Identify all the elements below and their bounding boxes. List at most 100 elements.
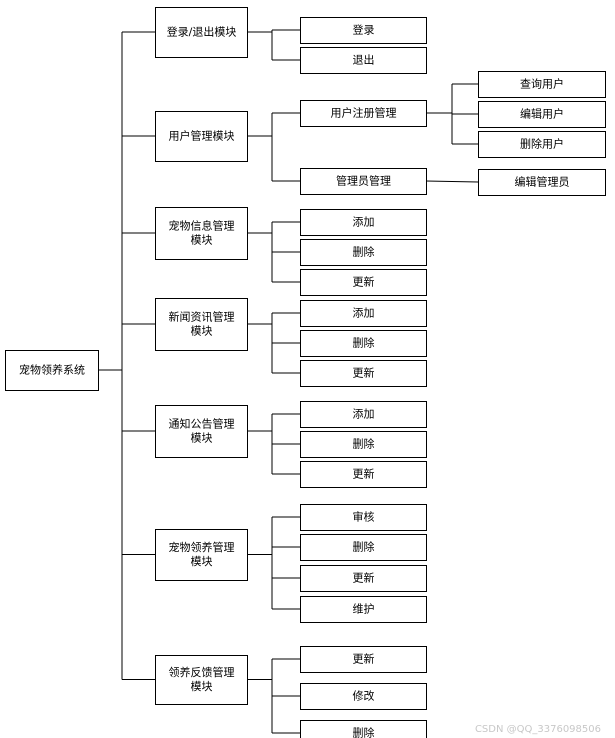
root-node: 宠物领养系统 xyxy=(5,350,99,391)
node-box xyxy=(300,17,427,44)
node-box xyxy=(155,405,248,458)
sub-node-nt_upd: 更新 xyxy=(300,461,427,488)
node-box xyxy=(300,168,427,195)
sub-node-fb_upd: 更新 xyxy=(300,646,427,673)
node-box xyxy=(300,683,427,710)
node-label: 删除 xyxy=(353,726,375,738)
node-box xyxy=(300,461,427,488)
node-box xyxy=(300,360,427,387)
node-label: 宠物领养系统 xyxy=(19,363,85,377)
node-label: 删除用户 xyxy=(520,137,564,151)
sub-node-pi_upd: 更新 xyxy=(300,269,427,296)
node-box xyxy=(300,401,427,428)
node-label: 登录/退出模块 xyxy=(167,25,237,39)
node-box xyxy=(300,565,427,592)
node-label: 查询用户 xyxy=(520,77,564,91)
sub-node-ad_del: 删除 xyxy=(300,534,427,561)
node-label: 维护 xyxy=(353,602,375,616)
node-box xyxy=(300,596,427,623)
module-node-m_user: 用户管理模块 xyxy=(155,111,248,162)
sub-node-nw_add: 添加 xyxy=(300,300,427,327)
node-label: 添加 xyxy=(353,215,375,229)
node-box xyxy=(5,350,99,391)
connector-line xyxy=(425,180,479,183)
node-box xyxy=(478,101,606,128)
node-box xyxy=(155,7,248,58)
node-box xyxy=(155,207,248,260)
node-label: 更新 xyxy=(353,652,375,666)
node-label: 用户管理模块 xyxy=(169,129,235,143)
node-label: 编辑用户 xyxy=(520,107,564,121)
node-box xyxy=(478,169,606,196)
leaf-node-user_edit: 编辑用户 xyxy=(478,101,606,128)
sub-node-fb_edit: 修改 xyxy=(300,683,427,710)
node-label: 模块 xyxy=(191,555,213,568)
node-label: 修改 xyxy=(353,689,375,703)
sub-node-ad_upd: 更新 xyxy=(300,565,427,592)
sub-node-nt_add: 添加 xyxy=(300,401,427,428)
node-box xyxy=(300,239,427,266)
node-box xyxy=(300,330,427,357)
node-label: 删除 xyxy=(353,540,375,554)
node-box xyxy=(155,529,248,581)
sub-node-admin_mgmt: 管理员管理 xyxy=(300,168,427,195)
node-label: 领养反馈管理 xyxy=(169,665,235,679)
sub-node-fb_del: 删除 xyxy=(300,720,427,738)
node-box xyxy=(155,298,248,351)
node-box xyxy=(478,131,606,158)
node-label: 审核 xyxy=(353,510,375,524)
sub-node-user_reg: 用户注册管理 xyxy=(300,100,427,127)
node-label: 模块 xyxy=(191,325,213,338)
node-label: 更新 xyxy=(353,571,375,585)
sub-node-pi_del: 删除 xyxy=(300,239,427,266)
module-node-m_login: 登录/退出模块 xyxy=(155,7,248,58)
leaf-node-admin_edit: 编辑管理员 xyxy=(478,169,606,196)
node-box xyxy=(300,720,427,738)
node-box xyxy=(300,534,427,561)
node-box xyxy=(300,209,427,236)
connector-lines xyxy=(98,29,479,734)
node-box xyxy=(300,646,427,673)
node-label: 退出 xyxy=(353,53,375,67)
node-label: 宠物信息管理 xyxy=(169,219,235,233)
node-label: 模块 xyxy=(191,680,213,693)
leaf-node-user_query: 查询用户 xyxy=(478,71,606,98)
node-label: 删除 xyxy=(353,245,375,259)
node-box xyxy=(300,47,427,74)
sub-node-ad_audit: 审核 xyxy=(300,504,427,531)
node-label: 宠物领养管理 xyxy=(169,540,235,554)
sub-node-nw_upd: 更新 xyxy=(300,360,427,387)
node-label: 更新 xyxy=(353,275,375,289)
sub-node-login: 登录 xyxy=(300,17,427,44)
node-label: 登录 xyxy=(353,23,375,37)
node-label: 模块 xyxy=(191,234,213,247)
leaf-node-user_del: 删除用户 xyxy=(478,131,606,158)
node-box xyxy=(300,269,427,296)
sub-node-ad_maint: 维护 xyxy=(300,596,427,623)
node-label: 添加 xyxy=(353,306,375,320)
node-box xyxy=(300,300,427,327)
node-label: 更新 xyxy=(353,467,375,481)
node-label: 模块 xyxy=(191,432,213,445)
node-box xyxy=(478,71,606,98)
node-box xyxy=(300,431,427,458)
node-label: 删除 xyxy=(353,336,375,350)
node-label: 编辑管理员 xyxy=(515,175,570,189)
node-label: 通知公告管理 xyxy=(169,417,235,431)
sub-node-nt_del: 删除 xyxy=(300,431,427,458)
node-box xyxy=(155,111,248,162)
sub-node-nw_del: 删除 xyxy=(300,330,427,357)
node-label: 管理员管理 xyxy=(336,174,391,188)
node-box xyxy=(300,504,427,531)
sub-node-logout: 退出 xyxy=(300,47,427,74)
node-label: 新闻资讯管理 xyxy=(169,310,235,324)
watermark: CSDN @QQ_3376098506 xyxy=(474,724,601,735)
node-label: 添加 xyxy=(353,407,375,421)
sub-node-pi_add: 添加 xyxy=(300,209,427,236)
